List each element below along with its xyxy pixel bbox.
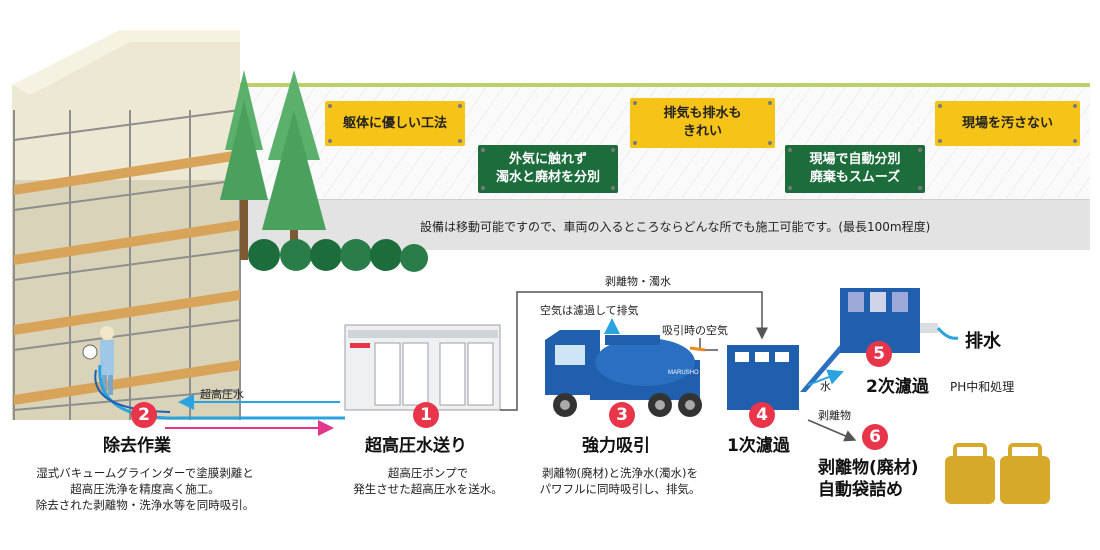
step-title-auto-bagging: 剥離物(廃材) 自動袋詰め [818,458,919,500]
step-badge-1: 1 [413,402,439,428]
sign-text: 現場で自動分別 廃棄もスムーズ [809,152,901,185]
step-title-removal: 除去作業 [103,436,171,456]
step-title-suction: 強力吸引 [582,436,650,456]
worker-figure [82,326,114,395]
label-drain: 排水 [965,331,1001,352]
label-air-exhaust: 空気は濾過して排気 [540,304,639,317]
sign-text: 排気も排水も きれい [663,106,742,139]
sign-text: 現場を汚さない [961,115,1053,131]
trees [220,70,428,272]
sign-clean-exhaust: 排気も排水も きれい [630,98,775,148]
label-ph-neutralize: PH中和処理 [950,380,1015,394]
primary-filter-tank [727,345,799,410]
step-desc-removal: 湿式バキュームグラインダーで塗膜剥離と 超高圧洗浄を精度高く施工。 除去された剥… [35,466,255,512]
label-debris-muddy: 剥離物・濁水 [605,275,671,288]
sign-text: 躯体に優しい工法 [342,115,447,131]
flow-lines [94,291,857,442]
high-pressure-pump-unit [344,324,501,411]
sign-gentle-method: 躯体に優しい工法 [325,101,465,146]
label-suction-air: 吸引時の空気 [662,324,728,337]
step-badge-6: 6 [862,424,888,450]
label-water: 水 [820,380,831,393]
step-badge-2: 2 [131,402,157,428]
step-title-pump: 超高圧水送り [365,436,467,456]
sign-text: 外気に触れず 濁水と廃材を分別 [495,152,600,185]
step-desc-pump: 超高圧ポンプで 発生させた超高圧水を送水。 [353,466,503,496]
step-badge-4: 4 [749,402,775,428]
step-title-secondary-filter: 2次濾過 [866,377,929,397]
label-ultra-water: 超高圧水 [200,388,244,401]
step-badge-3: 3 [609,402,635,428]
sign-keep-clean: 現場を汚さない [935,101,1080,146]
step-title-primary-filter: 1次濾過 [727,436,790,456]
sign-auto-sort: 現場で自動分別 廃棄もスムーズ [785,145,925,193]
step-badge-5: 5 [866,341,892,367]
sign-separate-waste: 外気に触れず 濁水と廃材を分別 [478,145,618,193]
vacuum-truck [545,318,702,417]
scaffold-planks [14,150,240,405]
banner-note: 設備は移動可能ですので、車両の入るところならどんな所でも施工可能です。(最長10… [420,220,931,234]
step-desc-suction: 剥離物(廃材)と洗浄水(濁水)を パワフルに同時吸引し、排気。 [539,466,701,496]
debris-bags [945,443,1050,504]
truck-brand-text: MARUSHO [668,370,699,376]
label-debris: 剥離物 [818,409,851,422]
